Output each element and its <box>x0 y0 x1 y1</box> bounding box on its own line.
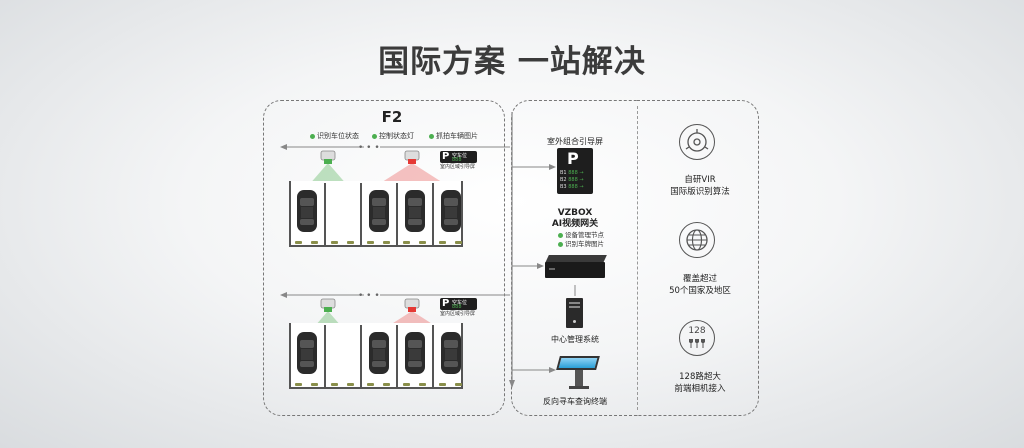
car-icon <box>296 189 318 233</box>
outdoor-guidance-screen: P B1 888 → B2 888 → B3 888 → <box>557 148 593 194</box>
server-tower-icon <box>566 298 583 328</box>
vzbox-item: 设备管理节点 <box>558 231 604 240</box>
panel-divider <box>637 106 638 410</box>
feature-coverage: 覆盖超过 50个国家及地区 <box>669 274 731 296</box>
indoor-guidance-sign: P 空车位 888 室内区域引导屏 <box>440 298 477 317</box>
wheel-stopper <box>347 241 354 244</box>
wheel-stopper <box>403 383 410 386</box>
slot-divider <box>324 183 326 247</box>
slot-divider <box>432 325 434 389</box>
vir-algorithm-icon <box>679 124 715 160</box>
server-label: 中心管理系统 <box>551 335 599 344</box>
legend-item-capture: 抓拍车辆图片 <box>429 131 478 141</box>
slot-divider <box>360 183 362 247</box>
car-icon <box>296 331 318 375</box>
wheel-stopper <box>455 383 462 386</box>
parking-floor-panel <box>263 100 505 416</box>
wheel-stopper <box>331 241 338 244</box>
car-icon <box>404 331 426 375</box>
wheel-stopper <box>295 241 302 244</box>
wheel-stopper <box>439 383 446 386</box>
wheel-stopper <box>383 383 390 386</box>
floor-label: F2 <box>381 108 403 126</box>
slot-divider <box>396 325 398 389</box>
camera-128-icon: 128 <box>679 320 715 356</box>
feature-cameras: 128路超大 前端相机接入 <box>674 372 726 394</box>
wheel-stopper <box>383 241 390 244</box>
slot-divider <box>360 325 362 389</box>
feature-panel <box>637 100 759 416</box>
wheel-stopper <box>347 383 354 386</box>
vzbox-items: 设备管理节点 识别车牌图片 <box>558 231 604 249</box>
car-icon <box>368 189 390 233</box>
page-title: 国际方案 一站解决 <box>378 44 646 80</box>
car-icon <box>404 189 426 233</box>
indoor-guidance-sign: P 空车位 888 室内区域引导屏 <box>440 151 477 170</box>
wheel-stopper <box>295 383 302 386</box>
wheel-stopper <box>455 241 462 244</box>
car-icon <box>440 189 462 233</box>
wheel-stopper <box>331 383 338 386</box>
wheel-stopper <box>419 241 426 244</box>
wheel-stopper <box>311 241 318 244</box>
camera-icon <box>308 150 348 186</box>
outdoor-screen-label: 室外组合引导屏 <box>547 137 603 146</box>
wheel-stopper <box>419 383 426 386</box>
wheel-stopper <box>403 241 410 244</box>
vzbox-item: 识别车牌图片 <box>558 240 604 249</box>
wheel-stopper <box>311 383 318 386</box>
vzbox-title: VZBOX AI视频网关 <box>551 208 599 229</box>
kiosk-icon <box>556 356 602 390</box>
gateway-device <box>545 255 607 283</box>
car-icon <box>440 331 462 375</box>
svg-text:• • •: • • • <box>358 291 380 301</box>
wheel-stopper <box>367 383 374 386</box>
slot-divider <box>396 183 398 247</box>
feature-vir: 自研VIR 国际版识别算法 <box>670 175 730 197</box>
legend-item-status: 识别车位状态 <box>310 131 359 141</box>
svg-text:• • •: • • • <box>358 143 380 153</box>
kiosk-label: 反向寻车查询终端 <box>543 397 607 406</box>
car-icon <box>368 331 390 375</box>
globe-icon <box>679 222 715 258</box>
wheel-stopper <box>439 241 446 244</box>
wheel-stopper <box>367 241 374 244</box>
camera-icon <box>376 150 448 186</box>
slot-divider <box>324 325 326 389</box>
slot-divider <box>432 183 434 247</box>
legend-item-light: 控制状态灯 <box>372 131 414 141</box>
